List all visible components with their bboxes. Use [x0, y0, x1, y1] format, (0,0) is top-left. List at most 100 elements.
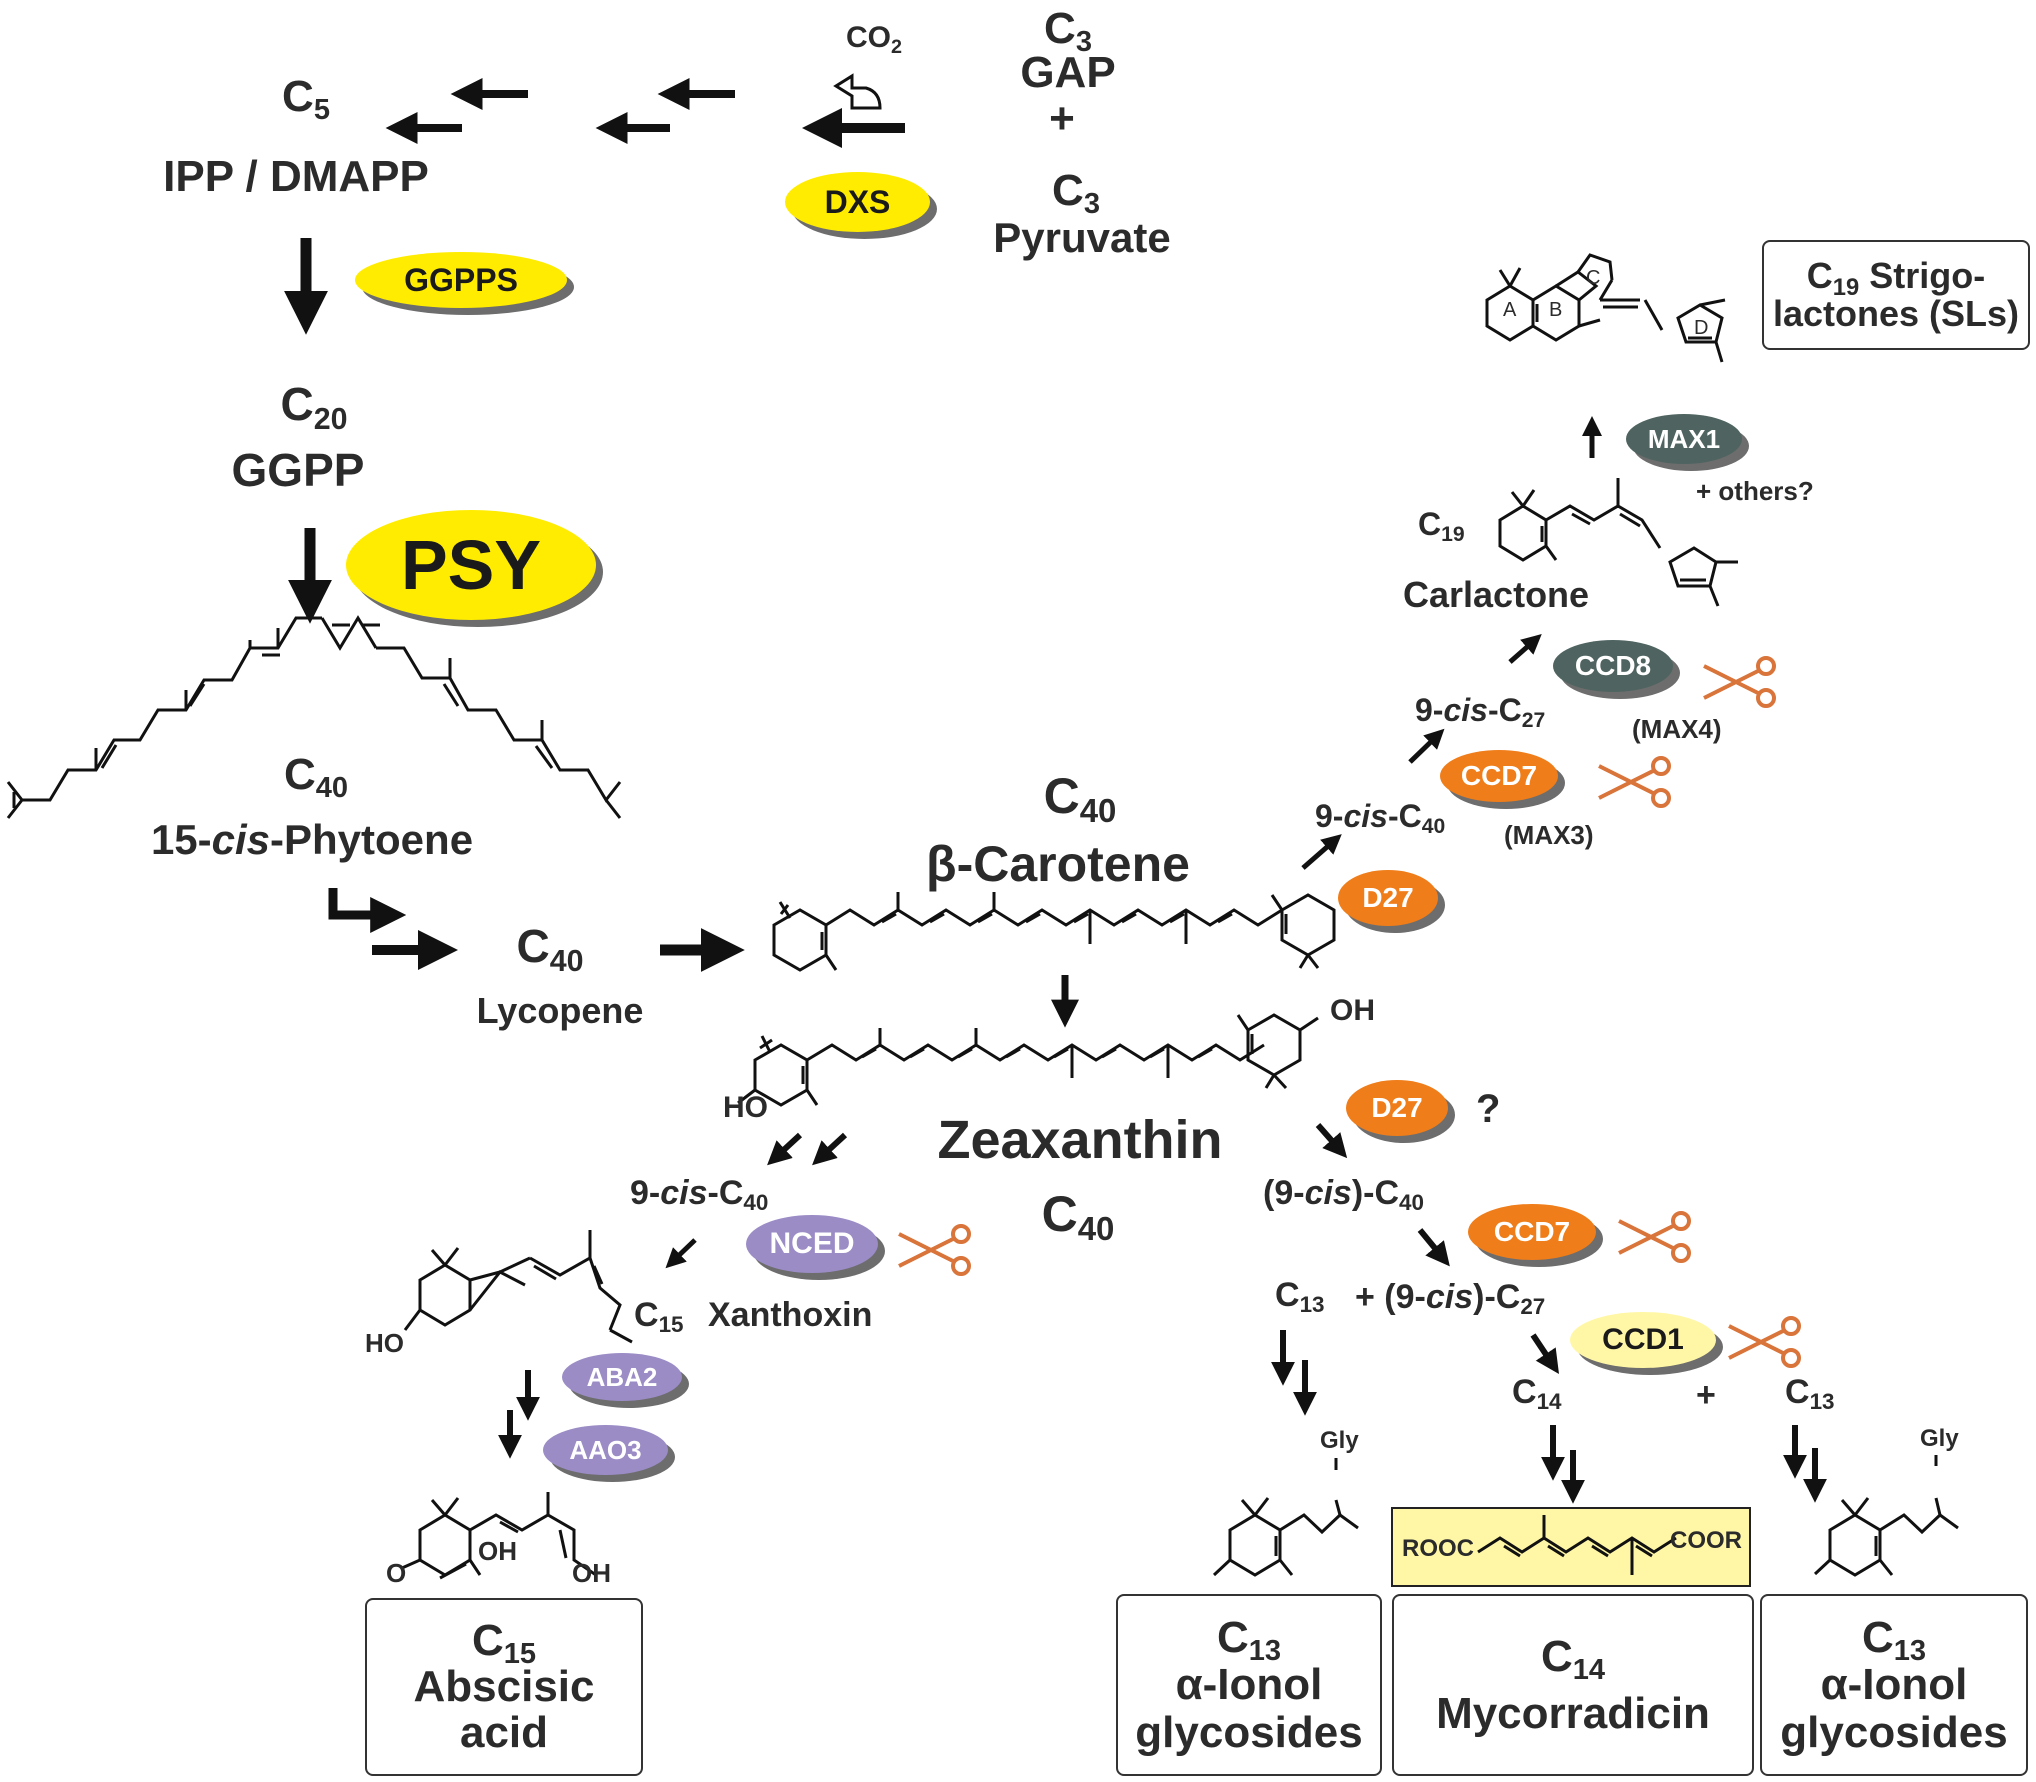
ionol2-line2: glycosides	[1780, 1707, 2008, 1757]
co2-release-arrow	[833, 73, 882, 110]
gly-right-label: Gly	[1920, 1425, 1959, 1452]
strigolactone-structure	[1485, 253, 1726, 363]
zeaxanthin-structure	[737, 1013, 1319, 1107]
c5-label: C5	[282, 72, 330, 127]
c19-carlactone-carbon: C19	[1418, 506, 1465, 546]
co2-label: CO2	[845, 21, 903, 58]
enzyme-ggpps: GGPPS	[355, 252, 567, 308]
ring-d-label: D	[1694, 317, 1709, 339]
ionol1-line2: glycosides	[1135, 1707, 1363, 1757]
max4-label: (MAX4)	[1632, 714, 1722, 744]
others-label: + others?	[1696, 476, 1814, 506]
ionol2-line1: α-Ionol	[1820, 1660, 1968, 1710]
pyruvate-label: Pyruvate	[993, 214, 1171, 261]
strigolactones-box: C19 Strigo- lactones (SLs)	[1762, 240, 2030, 350]
sl-title: C19 Strigo-	[1806, 255, 1986, 301]
aba-structure	[401, 1492, 597, 1580]
scissors-icon	[1728, 1316, 1801, 1368]
phytoene-structure	[6, 615, 622, 819]
ggpp-label: GGPP	[231, 444, 365, 496]
ring-c-label: C	[1586, 267, 1601, 289]
aba-carbon: C15	[471, 1615, 537, 1670]
lycopene-label: Lycopene	[476, 990, 644, 1031]
enzyme-dxs: DXS	[785, 172, 930, 232]
enzyme-nced: NCED	[746, 1215, 878, 1273]
aba-acid-oh-label: OH	[572, 1558, 611, 1588]
c3-gap-carbon: C3	[1044, 4, 1092, 59]
c40-zeaxanthin-label: C40	[1041, 1186, 1115, 1248]
xanthoxin-label: Xanthoxin	[708, 1296, 873, 1334]
enzyme-max1: MAX1	[1626, 414, 1742, 464]
aba-line2: acid	[459, 1708, 549, 1758]
ionol-glycosides-left-box: C13 α-Ionol glycosides	[1116, 1594, 1382, 1776]
c40-carotene-label: C40	[1043, 768, 1117, 830]
ionol1-line1: α-Ionol	[1175, 1660, 1323, 1710]
ionol-left-structure	[1212, 1458, 1359, 1577]
up-9cis-c27-label: 9-cis-C27	[1415, 692, 1546, 732]
beta-carotene-label: β-Carotene	[926, 836, 1190, 892]
beta-carotene-structure	[772, 892, 1336, 972]
scissors-icon	[1618, 1211, 1691, 1263]
gly-left-label: Gly	[1320, 1427, 1359, 1454]
myco-carbon: C14	[1540, 1631, 1606, 1686]
enzyme-d27-mid: D27	[1346, 1080, 1448, 1136]
zea-ho-label: HO	[723, 1091, 768, 1124]
ring-b-label: B	[1549, 299, 1563, 321]
myco-line1: Mycorradicin	[1436, 1689, 1710, 1738]
xanthoxin-structure	[403, 1230, 633, 1344]
c13-mid-label: C13	[1275, 1276, 1325, 1318]
scissors-icon	[1703, 656, 1776, 708]
abscisic-acid-box: C15 Abscisic acid	[365, 1598, 643, 1776]
zea-oh-label: OH	[1330, 994, 1375, 1027]
scissors-icon	[1598, 756, 1671, 808]
ring-a-label: A	[1503, 299, 1517, 321]
gap-label: GAP	[1020, 48, 1116, 97]
ipp-dmapp-label: IPP / DMAPP	[163, 152, 429, 201]
sl-line2: lactones (SLs)	[1772, 293, 2020, 334]
c3-pyruvate-carbon: C3	[1052, 166, 1100, 221]
c13-right-label: C13	[1785, 1373, 1835, 1415]
c15-xanthoxin-carbon: C15	[634, 1296, 684, 1338]
enzyme-ccd7-mid: CCD7	[1468, 1204, 1596, 1260]
ionol2-carbon: C13	[1861, 1612, 1927, 1667]
enzyme-ccd7-top: CCD7	[1440, 750, 1558, 802]
left-9cis-c40-label: 9-cis-C40	[630, 1174, 769, 1216]
ionol-right-structure	[1813, 1455, 1959, 1577]
rooc-label: ROOC	[1402, 1535, 1474, 1562]
phytoene-label: 15-cis-Phytoene	[150, 816, 474, 863]
plus-label: +	[1049, 94, 1075, 143]
ionol1-carbon: C13	[1216, 1612, 1282, 1667]
plus-right-label: +	[1696, 1376, 1716, 1414]
enzyme-aba2: ABA2	[562, 1353, 682, 1401]
carlactone-structure	[1498, 478, 1738, 607]
right-9cis-c40-label: (9-cis)-C40	[1263, 1174, 1424, 1216]
c20-label: C20	[280, 378, 348, 436]
mycorradicin-highlight	[1391, 1507, 1751, 1587]
mycorradicin-structure	[1477, 1515, 1677, 1575]
enzyme-ccd8: CCD8	[1553, 640, 1673, 692]
ionol-glycosides-right-box: C13 α-Ionol glycosides	[1760, 1594, 2028, 1776]
aba-line1: Abscisic	[413, 1661, 595, 1711]
c40-phytoene-label: C40	[283, 750, 349, 805]
enzyme-psy: PSY	[346, 510, 596, 620]
max3-label: (MAX3)	[1504, 820, 1594, 850]
aba-o-label: O	[386, 1558, 407, 1588]
c14-label: C14	[1512, 1373, 1562, 1415]
arrows	[284, 78, 1827, 1504]
plus-9cis-c27-label: + (9-cis)-C27	[1355, 1278, 1546, 1320]
enzyme-aao3: AAO3	[543, 1425, 668, 1475]
enzyme-ccd1: CCD1	[1570, 1312, 1716, 1368]
enzyme-d27-top: D27	[1338, 870, 1438, 926]
d27-question-mark: ?	[1476, 1087, 1501, 1131]
aba-oh-label: OH	[478, 1536, 517, 1566]
mycorradicin-box: C14 Mycorradicin	[1392, 1594, 1754, 1776]
zeaxanthin-label: Zeaxanthin	[937, 1110, 1223, 1170]
up-9cis-c40-label: 9-cis-C40	[1315, 798, 1446, 838]
scissors-icon	[898, 1224, 971, 1276]
carlactone-label: Carlactone	[1403, 574, 1590, 615]
xanthoxin-ho-label: HO	[365, 1328, 404, 1358]
coor-label: COOR	[1670, 1527, 1742, 1554]
c40-lycopene-label: C40	[516, 920, 584, 978]
